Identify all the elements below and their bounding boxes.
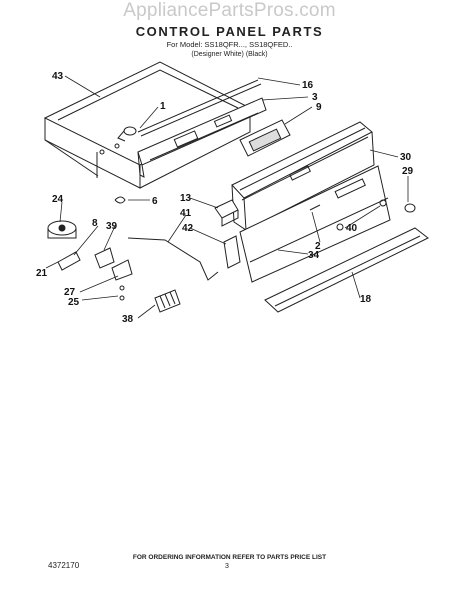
block-part	[214, 199, 239, 227]
display-module-part	[239, 119, 291, 157]
page-number: 3	[225, 563, 229, 570]
callout-label: 21	[36, 268, 48, 279]
callout-label: 18	[360, 294, 372, 305]
callout-label: 38	[122, 314, 134, 325]
callout-label: 40	[346, 223, 358, 234]
finned-block-part	[154, 289, 181, 313]
motor-switch-part	[47, 220, 77, 239]
small-bracket-parts	[57, 247, 133, 281]
callout-label: 8	[92, 218, 98, 229]
small-clip-parts	[309, 199, 387, 231]
callout-label: 25	[68, 297, 80, 308]
rod-part	[137, 79, 262, 137]
callout-label: 2	[315, 241, 321, 252]
title-block: CONTROL PANEL PARTS For Model: SS18QFR..…	[0, 24, 459, 58]
control-plate-part	[137, 97, 267, 178]
document-number: 4372170	[48, 561, 80, 570]
callout-label: 13	[180, 193, 192, 204]
site-watermark: AppliancePartsPros.com	[123, 0, 336, 21]
bracket-part	[223, 235, 241, 269]
leader-lines	[45, 75, 409, 319]
diagram-title: CONTROL PANEL PARTS	[135, 24, 324, 39]
callout-label: 29	[402, 166, 414, 177]
callout-label: 1	[160, 101, 166, 112]
ordering-note: FOR ORDERING INFORMATION REFER TO PARTS …	[132, 554, 327, 561]
callout-label: 16	[302, 80, 314, 91]
knob-bracket-part	[114, 126, 137, 149]
finish-line: (Designer White) (Black)	[191, 51, 268, 58]
callout-label: 42	[182, 223, 194, 234]
callout-label: 39	[106, 221, 118, 232]
model-line: For Model: SS18QFR..., SS18QFED..	[166, 40, 293, 49]
bent-rod-part	[127, 237, 219, 281]
callout-label: 43	[52, 71, 64, 82]
callout-label: 24	[52, 194, 64, 205]
wire-clip-part	[114, 196, 126, 204]
callout-label: 9	[316, 102, 322, 113]
callout-label: 6	[152, 196, 158, 207]
callout-label: 27	[64, 287, 76, 298]
callout-label: 30	[400, 152, 412, 163]
screw-parts	[119, 285, 125, 301]
callout-label: 41	[180, 208, 192, 219]
callout-numbers: 43 1 16 3 9 30 29 24 6 13 41 8 39 40 2 4…	[36, 71, 414, 325]
callout-label: 3	[312, 92, 318, 103]
button-cap-part	[404, 203, 416, 213]
trim-strip-part	[264, 227, 429, 313]
callout-label: 34	[308, 250, 320, 261]
